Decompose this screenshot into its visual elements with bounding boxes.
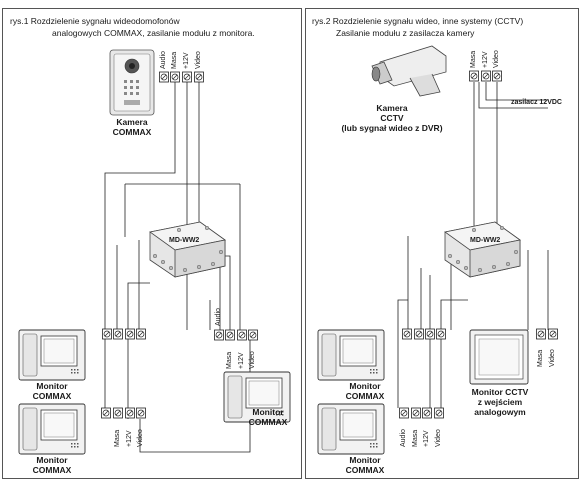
- terminal-label: +12V: [423, 430, 430, 447]
- cctv-monitor-icon: [469, 329, 529, 385]
- camera-commax-label: Kamera COMMAX: [100, 117, 164, 137]
- monitor-terminals: [402, 328, 446, 340]
- panel1-title-line1: rys.1 Rozdzielenie sygnału wideodomofonó…: [10, 16, 180, 26]
- panel2-title-line1: rys.2 Rozdzielenie sygnału wideo, inne s…: [312, 16, 524, 26]
- panel2-title-line2: Zasilanie modułu z zasilacza kamery: [336, 28, 475, 38]
- terminal-label: Audio: [160, 51, 167, 69]
- splitter-label: MD-WW2: [470, 237, 501, 244]
- terminal-label: Masa: [226, 351, 233, 369]
- camera-label-line1: Kamera: [376, 103, 408, 113]
- terminal-label: Audio: [400, 429, 407, 447]
- terminal-label: Masa: [537, 349, 544, 367]
- terminal-label: +12V: [238, 352, 245, 369]
- panel1-title-line2: analogowych COMMAX, zasilanie modułu z m…: [52, 28, 255, 38]
- monitor-label-line2: COMMAX: [345, 391, 385, 401]
- camera-label-line2: COMMAX: [112, 127, 152, 137]
- camera-label-line1: Kamera: [116, 117, 148, 127]
- monitor-label-line2: COMMAX: [248, 417, 288, 427]
- terminal-label: Audio: [215, 308, 222, 326]
- camera-cctv-label: Kamera CCTV (lub sygnał wideo z DVR): [330, 103, 454, 133]
- monitor-label-line2: z wejściem: [477, 397, 523, 407]
- monitor-label-line2: COMMAX: [32, 465, 72, 475]
- camera-commax-terminals: [159, 71, 204, 83]
- monitor-label-line1: Monitor: [349, 455, 381, 465]
- terminal-label: Masa: [470, 50, 477, 68]
- monitor-label: Monitor COMMAX: [335, 381, 395, 401]
- terminal-label: Masa: [171, 51, 178, 69]
- terminal-label: Masa: [412, 429, 419, 447]
- monitor-label-line1: Monitor: [36, 455, 68, 465]
- md-ww2-splitter-2: [444, 221, 521, 278]
- monitor-label-line1: Monitor CCTV: [471, 387, 529, 397]
- commax-door-station-icon: [109, 49, 155, 116]
- monitor-label-line3: analogowym: [474, 407, 526, 417]
- panel2-border: [305, 8, 579, 479]
- terminal-label: Masa: [114, 429, 121, 447]
- monitor-label: Monitor COMMAX: [22, 455, 82, 475]
- terminal-label: +12V: [183, 52, 190, 69]
- monitor-label: Monitor COMMAX: [22, 381, 82, 401]
- monitor-terminals: [102, 328, 146, 340]
- terminal-label: Video: [195, 51, 202, 69]
- terminal-label: Video: [249, 351, 256, 369]
- monitor-label-line1: Monitor: [349, 381, 381, 391]
- commax-monitor-icon: [18, 403, 86, 455]
- cctv-camera-icon: [371, 45, 447, 97]
- commax-monitor-icon: [317, 329, 385, 381]
- monitor-label-line2: COMMAX: [32, 391, 72, 401]
- power-supply-label: zasilacz 12VDC: [511, 99, 562, 106]
- monitor-terminals: [536, 328, 558, 340]
- cctv-monitor-label: Monitor CCTV z wejściem analogowym: [460, 387, 540, 417]
- monitor-label: Monitor COMMAX: [335, 455, 395, 475]
- commax-monitor-icon: [18, 329, 86, 381]
- terminal-label: Video: [137, 429, 144, 447]
- terminal-label: +12V: [126, 430, 133, 447]
- monitor-terminals: [214, 329, 258, 341]
- monitor-terminals: [399, 407, 444, 419]
- monitor-label-line2: COMMAX: [345, 465, 385, 475]
- commax-monitor-icon: [317, 403, 385, 455]
- terminal-label: +12V: [482, 51, 489, 68]
- terminal-label: Video: [435, 429, 442, 447]
- terminal-label: Video: [493, 50, 500, 68]
- monitor-label-line1: Monitor: [36, 381, 68, 391]
- camera-cctv-terminals: [469, 70, 502, 82]
- terminal-label: Video: [549, 349, 556, 367]
- monitor-label-line1: Monitor: [252, 407, 284, 417]
- panel1-border: [2, 8, 302, 479]
- md-ww2-splitter-1: [149, 221, 226, 278]
- monitor-terminals: [101, 407, 146, 419]
- monitor-label: Monitor COMMAX: [238, 407, 298, 427]
- camera-label-line2: CCTV: [380, 113, 404, 123]
- camera-label-line3: (lub sygnał wideo z DVR): [341, 123, 443, 133]
- splitter-label: MD-WW2: [169, 237, 200, 244]
